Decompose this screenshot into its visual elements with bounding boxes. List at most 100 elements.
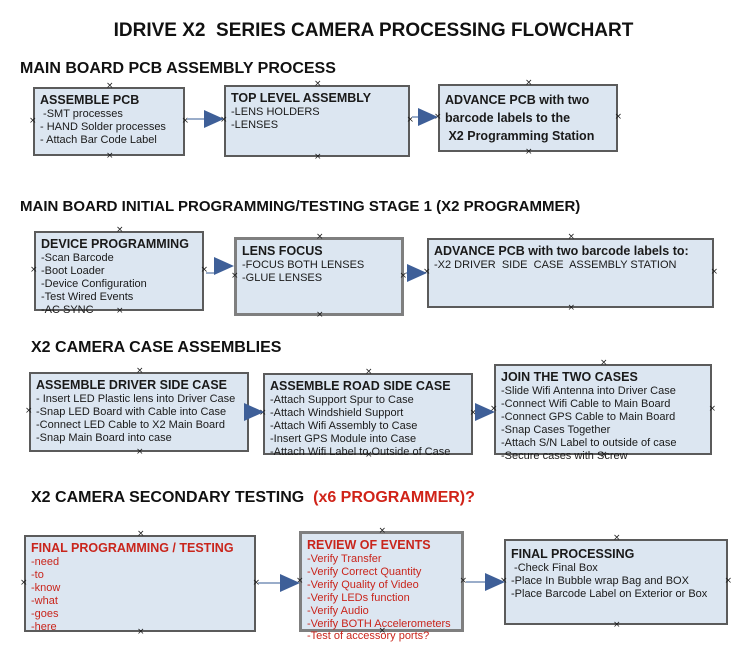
box-title: JOIN THE TWO CASES <box>501 370 638 384</box>
box-item: -Verify Transfer <box>307 553 382 565</box>
heading-black-part: X2 CAMERA SECONDARY TESTING <box>31 489 314 506</box>
connector-handle-icon: × <box>567 232 576 242</box>
box-advance-pcb-programming-station: × × × × ADVANCE PCB with two barcode lab… <box>434 79 622 157</box>
box-review-of-events: × × × × REVIEW OF EVENTS -Verify Transfe… <box>296 527 467 643</box>
box-item: - Insert LED Plastic lens into Driver Ca… <box>36 393 236 405</box>
box-item-overflow: -Test of accessory ports? <box>307 630 430 643</box>
connector-handle-icon: × <box>490 403 498 414</box>
box-item: -Boot Loader <box>41 264 105 277</box>
connector-handle-icon: × <box>406 115 414 125</box>
box-item: -Connect GPS Cable to Main Board <box>501 410 676 423</box>
box-device-programming: × × × × DEVICE PROGRAMMING -Scan Barcode… <box>30 226 208 316</box>
box-item: -what <box>31 594 58 607</box>
box-item: -Snap LED Board with Cable into Case <box>36 405 227 418</box>
connector-handle-icon: × <box>136 366 144 376</box>
box-item: -LENSES <box>231 118 279 131</box>
box-item: -Verify Correct Quantity <box>307 565 422 578</box>
connector-handle-icon: × <box>231 270 239 281</box>
page-title: IDRIVE X2 SERIES CAMERA PROCESSING FLOWC… <box>113 20 634 41</box>
box-top-level-assembly: × × × × TOP LEVEL ASSEMBLY -LENS HOLDERS… <box>220 80 414 162</box>
arrow-device-to-lensfocus <box>206 257 234 275</box>
box-item: -goes <box>31 607 59 620</box>
box-final-processing: × × × × FINAL PROCESSING -Check Final Bo… <box>500 534 732 630</box>
connector-handle-icon: × <box>30 265 38 275</box>
box-item: -Place Barcode Label on Exterior or Box <box>511 587 708 600</box>
connector-handle-icon: × <box>710 267 718 277</box>
connector-handle-icon: × <box>525 147 533 157</box>
box-item: -Connect Wifi Cable to Main Board <box>501 397 671 410</box>
heading-red-part: (x6 PROGRAMMER)? <box>313 489 475 506</box>
section-heading-initial-programming: MAIN BOARD INITIAL PROGRAMMING/TESTING S… <box>20 198 581 215</box>
box-item: - Attach Bar Code Label <box>40 133 157 146</box>
connector-handle-icon: × <box>459 575 467 586</box>
box-item: -need <box>31 556 60 568</box>
connector-handle-icon: × <box>613 533 621 543</box>
connector-handle-icon: × <box>316 310 324 320</box>
box-item: -AC SYNC <box>41 303 94 316</box>
box-assemble-pcb: × × × × ASSEMBLE PCB -SMT processes - HA… <box>29 82 189 161</box>
connector-handle-icon: × <box>525 78 533 88</box>
box-item: -Attach S/N Label to outside of case <box>501 436 677 449</box>
box-item: -Device Configuration <box>41 277 147 290</box>
box-item: -Place In Bubble wrap Bag and BOX <box>511 574 689 587</box>
connector-handle-icon: × <box>245 406 253 416</box>
box-item: -Attach Wifi Assembly to Case <box>270 419 418 432</box>
box-title: ADVANCE PCB with two barcode labels to: <box>434 244 689 258</box>
box-item: -LENS HOLDERS <box>231 106 320 118</box>
box-item: -Verify Audio <box>307 604 369 617</box>
box-item: -Check Final Box <box>511 562 598 574</box>
box-bold-line: ADVANCE PCB with two <box>445 93 590 107</box>
connector-handle-icon: × <box>423 267 431 277</box>
box-title: DEVICE PROGRAMMING <box>41 237 189 251</box>
connector-handle-icon: × <box>116 225 124 235</box>
section-heading-pcb-assembly: MAIN BOARD PCB ASSEMBLY PROCESS <box>20 60 336 77</box>
connector-handle-icon: × <box>567 303 576 313</box>
box-item: -Verify Quality of Video <box>307 578 419 591</box>
connector-handle-icon: × <box>220 115 228 125</box>
connector-handle-icon: × <box>296 575 304 586</box>
connector-handle-icon: × <box>106 151 114 161</box>
box-lens-focus: × × × × LENS FOCUS -FOCUS BOTH LENSES -G… <box>231 233 407 320</box>
box-bold-line: X2 Programming Station <box>445 129 595 143</box>
connector-handle-icon: × <box>314 79 322 89</box>
connector-handle-icon: × <box>614 112 622 122</box>
connector-handle-icon: × <box>469 408 477 418</box>
box-item: -Attach Wifi Label to Outside of Case <box>270 445 451 458</box>
connector-handle-icon: × <box>25 406 33 416</box>
box-item: -Secure cases with Screw <box>501 449 628 462</box>
box-item: -here <box>31 620 57 633</box>
connector-handle-icon: × <box>252 577 260 588</box>
connector-handle-icon: × <box>29 115 37 126</box>
connector-handle-icon: × <box>613 620 621 630</box>
connector-handle-icon: × <box>708 403 716 414</box>
box-item: -X2 DRIVER SIDE CASE ASSEMBLY STATION <box>434 259 677 271</box>
box-item: -GLUE LENSES <box>242 271 323 284</box>
box-title: ASSEMBLE ROAD SIDE CASE <box>270 379 451 393</box>
connector-handle-icon: × <box>137 529 145 539</box>
connector-handle-icon: × <box>600 358 608 368</box>
box-final-programming-testing: × × × × FINAL PROGRAMMING / TESTING -nee… <box>20 530 260 637</box>
connector-handle-icon: × <box>500 576 508 586</box>
box-item: -Scan Barcode <box>41 252 114 264</box>
box-item: -to <box>31 568 44 581</box>
connector-handle-icon: × <box>365 367 373 377</box>
box-item: -know <box>31 581 61 594</box>
box-item: -Attach Support Spur to Case <box>270 394 414 406</box>
connector-handle-icon: × <box>399 270 407 281</box>
section-heading-secondary-testing: X2 CAMERA SECONDARY TESTING (x6 PROGRAMM… <box>31 489 475 507</box>
box-title: ASSEMBLE DRIVER SIDE CASE <box>36 378 228 392</box>
connector-handle-icon: × <box>200 265 208 275</box>
box-title: FINAL PROGRAMMING / TESTING <box>31 541 234 555</box>
box-item: -Verify BOTH Accelerometers <box>307 617 451 630</box>
box-item: -Snap Main Board into case <box>36 431 172 444</box>
box-item: -Snap Cases Together <box>501 423 611 436</box>
box-item: -Slide Wifi Antenna into Driver Case <box>501 385 676 397</box>
section-heading-case-assemblies: X2 CAMERA CASE ASSEMBLIES <box>31 339 282 356</box>
box-title: TOP LEVEL ASSEMBLY <box>231 91 372 105</box>
connector-handle-icon: × <box>314 152 322 162</box>
box-title: FINAL PROCESSING <box>511 547 635 561</box>
connector-handle-icon: × <box>724 576 732 586</box>
connector-handle-icon: × <box>106 81 114 91</box>
box-item: -Connect LED Cable to X2 Main Board <box>36 418 225 431</box>
